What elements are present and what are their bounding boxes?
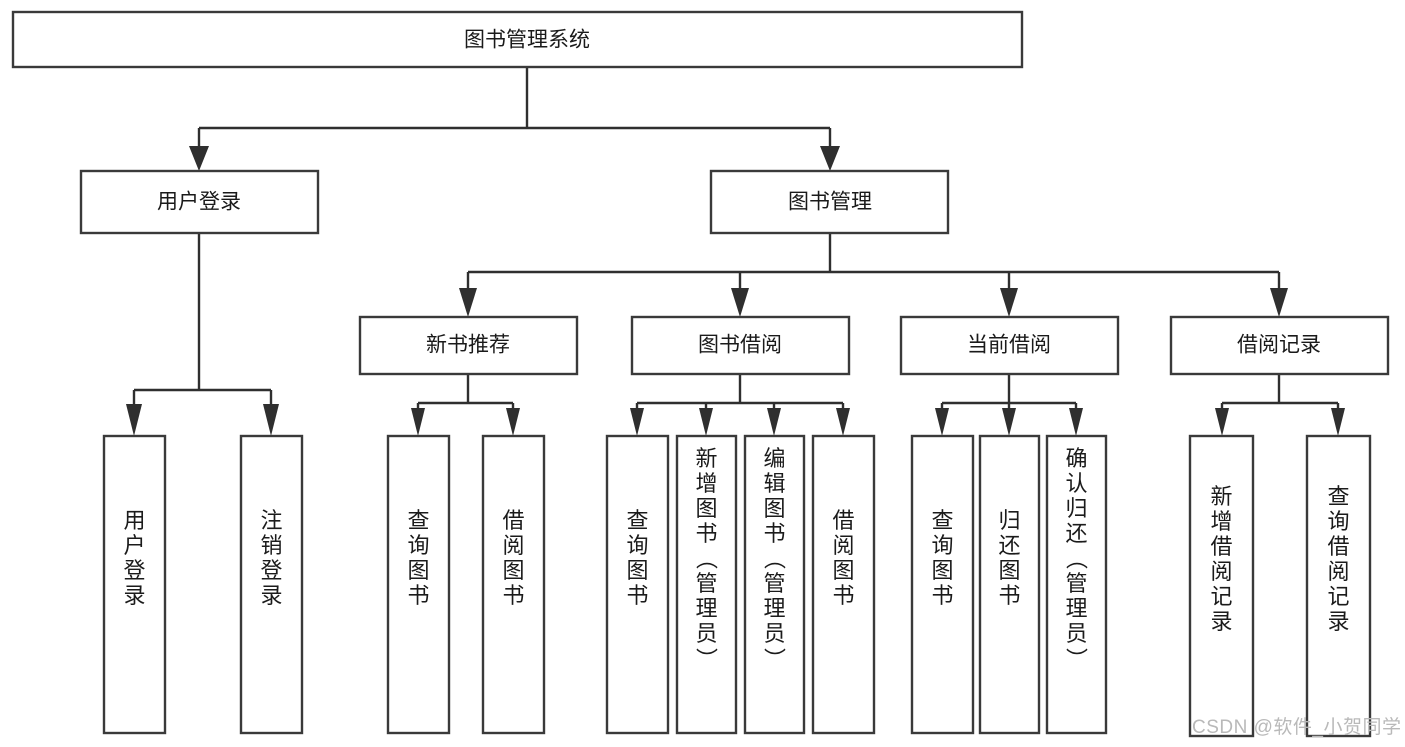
node-borrow-record[interactable]: 借阅记录: [1169, 315, 1390, 376]
arrow-cb-c1: [935, 408, 949, 436]
leaf-query-book-1-box[interactable]: [386, 434, 451, 735]
arrow-bb-c2: [699, 408, 713, 436]
node-new-book-recommend[interactable]: 新书推荐: [358, 315, 579, 376]
node-book-manage-label: 图书管理: [788, 191, 872, 214]
csdn-watermark: CSDN @软件_小贺同学: [1192, 717, 1402, 738]
connector-group-user-login: [126, 233, 279, 436]
arrow-bb-c1: [630, 408, 644, 436]
arrow-ul-c1: [126, 404, 142, 436]
node-borrow-record-label: 借阅记录: [1237, 334, 1321, 357]
connector-group-new-book-recommend: [411, 374, 520, 436]
node-root[interactable]: 图书管理系统: [11, 10, 1024, 69]
leaf-add-book-box[interactable]: [675, 434, 738, 735]
arrow-nbr-c2: [506, 408, 520, 436]
leaf-user-login-box[interactable]: [102, 434, 167, 735]
leaf-borrow-book-1-box[interactable]: [481, 434, 546, 735]
arrow-br-c2: [1331, 408, 1345, 436]
arrow-bb-c4: [836, 408, 850, 436]
node-root-box[interactable]: [11, 10, 1024, 69]
arrow-bm-c2: [731, 288, 749, 317]
connector-group-current-borrow: [935, 374, 1083, 436]
node-root-label: 图书管理系统: [464, 29, 590, 52]
node-user-login-label: 用户登录: [157, 191, 241, 214]
arrow-nbr-c1: [411, 408, 425, 436]
node-current-borrow-box[interactable]: [899, 315, 1120, 376]
node-user-login[interactable]: 用户登录: [79, 169, 320, 235]
arrow-bm-c1: [459, 288, 477, 317]
node-book-borrow[interactable]: 图书借阅: [630, 315, 851, 376]
node-borrow-record-box[interactable]: [1169, 315, 1390, 376]
leaf-edit-book-box[interactable]: [743, 434, 806, 735]
leaf-add-record-box[interactable]: [1188, 434, 1255, 738]
node-user-login-box[interactable]: [79, 169, 320, 235]
arrow-bb-c3: [767, 408, 781, 436]
node-book-manage[interactable]: 图书管理: [709, 169, 950, 235]
arrow-root-to-user-login: [189, 146, 209, 171]
leaf-boxes: [102, 434, 1372, 738]
arrow-root-to-book-manage: [820, 146, 840, 171]
arrow-br-c1: [1215, 408, 1229, 436]
leaf-query-book-3-box[interactable]: [910, 434, 975, 735]
arrow-cb-c3: [1069, 408, 1083, 436]
node-book-borrow-box[interactable]: [630, 315, 851, 376]
leaf-borrow-book-2-box[interactable]: [811, 434, 876, 735]
arrow-bm-c4: [1270, 288, 1288, 317]
leaf-query-book-2-box[interactable]: [605, 434, 670, 735]
leaf-confirm-return-box[interactable]: [1045, 434, 1108, 735]
node-book-manage-box[interactable]: [709, 169, 950, 235]
node-new-book-recommend-label: 新书推荐: [426, 334, 510, 357]
leaf-logout-login-box[interactable]: [239, 434, 304, 735]
arrow-cb-c2: [1002, 408, 1016, 436]
arrow-bm-c3: [1000, 288, 1018, 317]
connector-group-book-borrow: [630, 374, 850, 436]
connector-group-book-manage: [459, 233, 1288, 317]
leaf-query-record-box[interactable]: [1305, 434, 1372, 738]
connector-group-borrow-record: [1215, 374, 1345, 436]
node-book-borrow-label: 图书借阅: [698, 334, 782, 357]
connector-group-root: [189, 67, 840, 171]
node-new-book-recommend-box[interactable]: [358, 315, 579, 376]
node-current-borrow-label: 当前借阅: [967, 334, 1051, 357]
arrow-ul-c2: [263, 404, 279, 436]
leaf-return-book-box[interactable]: [978, 434, 1041, 735]
node-current-borrow[interactable]: 当前借阅: [899, 315, 1120, 376]
